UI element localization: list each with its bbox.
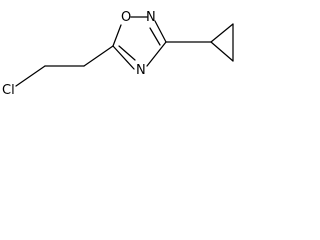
bond-cyclopropyl-b	[210, 41, 234, 62]
atom-label-chlorine: Cl	[2, 83, 15, 98]
bond-c5-o1	[112, 24, 122, 47]
bond-cl-ch2	[15, 65, 46, 87]
bond-c3-n4	[146, 41, 167, 67]
atom-label-nitrogen-top: N	[146, 10, 156, 25]
bond-n2-c3-double	[149, 27, 161, 46]
bond-n4-c5-double	[118, 45, 136, 61]
bond-cyclopropyl-a	[210, 23, 234, 43]
canvas-background	[0, 0, 255, 99]
bond-ch2-c5	[83, 45, 114, 67]
atom-label-oxygen: O	[121, 10, 131, 25]
molecule-structure: Cl O N N	[0, 0, 255, 99]
bond-n2-c3	[154, 20, 167, 43]
bond-n4-c5	[112, 45, 135, 70]
atom-label-nitrogen-bottom: N	[136, 63, 146, 78]
